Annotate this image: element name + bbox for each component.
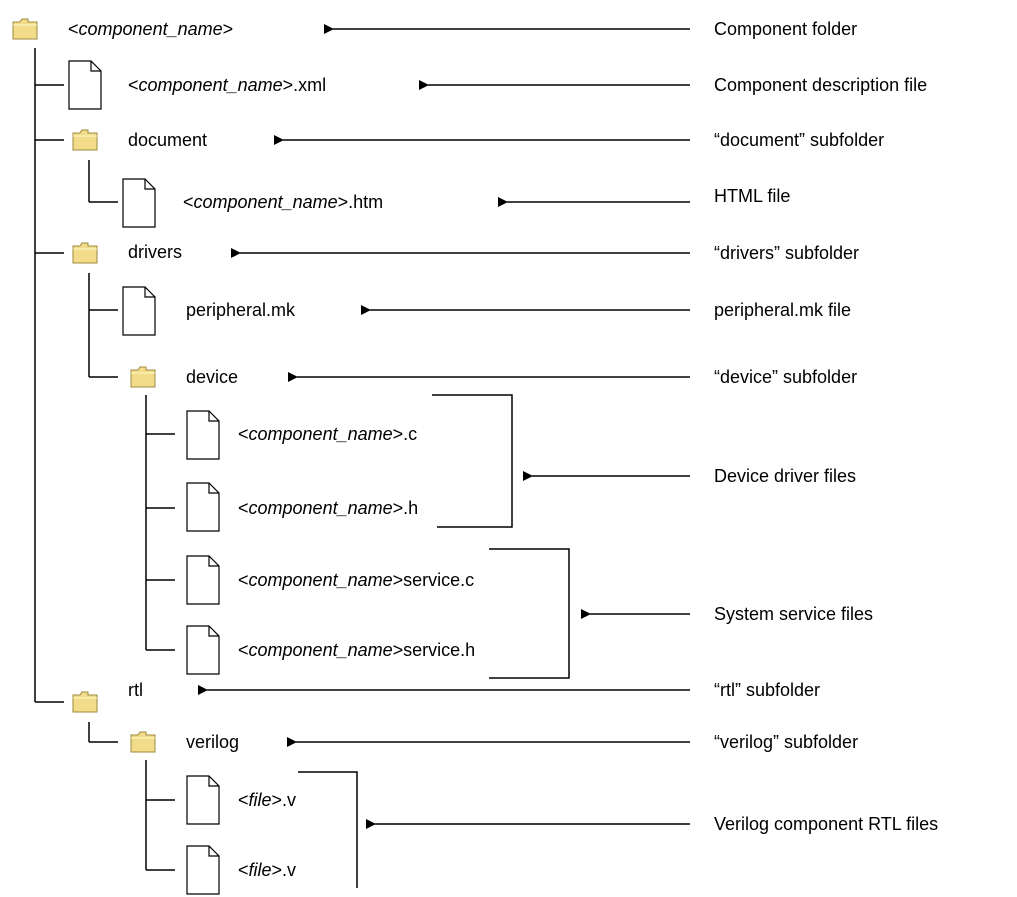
file-icon: [186, 410, 220, 460]
file-icon: [186, 775, 220, 825]
file-icon: [122, 286, 156, 336]
xml-file-label: <component_name>.xml: [128, 75, 327, 95]
folder-icon: [72, 129, 98, 151]
folder-icon: [130, 366, 156, 388]
verilog-subfolder-desc: “verilog” subfolder: [714, 732, 859, 752]
service-c-file-label: <component_name>service.c: [238, 570, 475, 590]
device-subfolder-desc: “device” subfolder: [714, 367, 858, 387]
folder-icon: [12, 18, 38, 40]
folder-icon: [72, 242, 98, 264]
service-h-file-label: <component_name>service.h: [238, 640, 476, 660]
document-subfolder-desc: “document” subfolder: [714, 130, 885, 150]
bracket-verilog-rtl: [298, 771, 358, 888]
folder-icon: [130, 731, 156, 753]
bracket-device-driver: [432, 394, 513, 528]
htm-file-label: <component_name>.htm: [183, 192, 384, 212]
component-folder-desc: Component folder: [714, 19, 858, 39]
c-file-label: <component_name>.c: [238, 424, 418, 444]
html-file-desc: HTML file: [714, 186, 791, 206]
rtl-subfolder-desc: “rtl” subfolder: [714, 680, 821, 700]
file-icon: [68, 60, 102, 110]
device-driver-files-desc: Device driver files: [714, 466, 857, 486]
peripheral-file-desc: peripheral.mk file: [714, 300, 852, 320]
root-folder-label: <component_name>: [68, 19, 234, 39]
file-icon: [186, 482, 220, 532]
system-service-files-desc: System service files: [714, 604, 874, 624]
file-icon: [186, 845, 220, 895]
drivers-folder-label: drivers: [128, 242, 183, 262]
h-file-label: <component_name>.h: [238, 498, 419, 518]
peripheral-file-label: peripheral.mk: [186, 300, 296, 320]
v-file-label: <file>.v: [238, 860, 297, 880]
verilog-folder-label: verilog: [186, 732, 240, 752]
file-icon: [186, 555, 220, 605]
bracket-system-service: [489, 548, 570, 679]
component-description-desc: Component description file: [714, 75, 928, 95]
document-folder-label: document: [128, 130, 208, 150]
v-file-label: <file>.v: [238, 790, 297, 810]
device-folder-label: device: [186, 367, 239, 387]
file-icon: [122, 178, 156, 228]
file-icon: [186, 625, 220, 675]
verilog-rtl-files-desc: Verilog component RTL files: [714, 814, 939, 834]
folder-icon: [72, 691, 98, 713]
drivers-subfolder-desc: “drivers” subfolder: [714, 243, 860, 263]
rtl-folder-label: rtl: [128, 680, 143, 700]
